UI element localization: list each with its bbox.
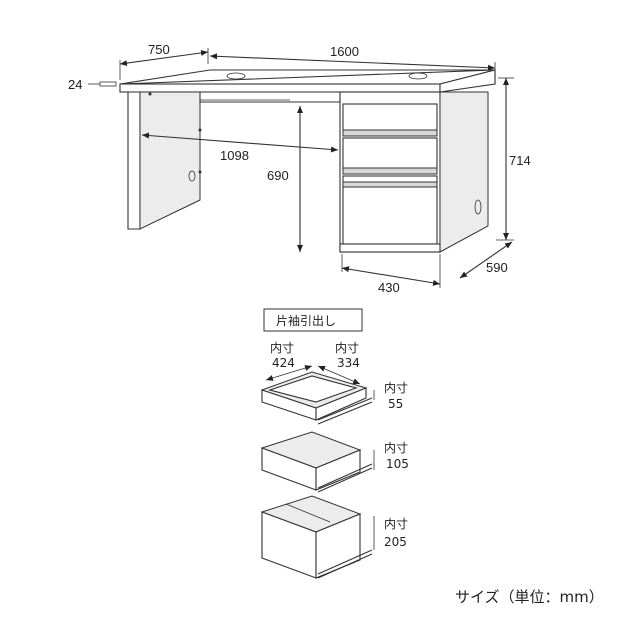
lock-icon [474,199,482,215]
bottom-drawer-height-value: 205 [384,535,407,549]
drawer-section: 片袖引出し 内寸 424 内寸 334 内寸 55 内寸 105 [260,308,409,579]
dim-depth: 750 [148,42,170,57]
desk-drawing: 750 1600 24 1098 690 714 590 430 [68,42,531,295]
middle-drawer-height-label: 内寸 [384,441,408,455]
left-side-panel [127,91,141,230]
cable-grommet-right-icon [408,72,428,80]
drawer-title: 片袖引出し [276,313,336,328]
top-drawer-width-value: 424 [272,356,295,370]
dim-width: 1600 [330,44,359,59]
top-drawer-width-label: 内寸 [270,341,294,355]
middle-drawer-height-value: 105 [386,457,409,471]
size-caption: サイズ（単位：mm） [455,588,604,606]
dim-inner-width: 1098 [220,148,249,163]
desk-top-front-edge [119,83,441,93]
cable-grommet-left-icon [226,72,246,80]
dim-pedestal-depth: 590 [486,260,508,275]
drawer-bottom [260,495,373,579]
pedestal-cabinet [339,91,489,253]
dim-pedestal-width: 430 [378,280,400,295]
drawer-title-box [263,308,363,332]
drawer-middle [260,431,373,493]
pedestal-drawer-1 [342,103,438,133]
dim-top-thickness: 24 [68,77,82,92]
top-drawer-depth-value: 334 [337,356,360,370]
top-drawer-depth-label: 内寸 [335,341,359,355]
drawer-top [260,371,373,425]
bottom-drawer-height-label: 内寸 [384,517,408,531]
top-drawer-height-value: 55 [388,397,403,411]
dim-height: 714 [509,153,531,168]
dim-knee-height: 690 [267,168,289,183]
top-drawer-height-label: 内寸 [384,381,408,395]
wire-hole-icon [188,170,196,182]
pedestal-drawer-2 [342,137,438,171]
